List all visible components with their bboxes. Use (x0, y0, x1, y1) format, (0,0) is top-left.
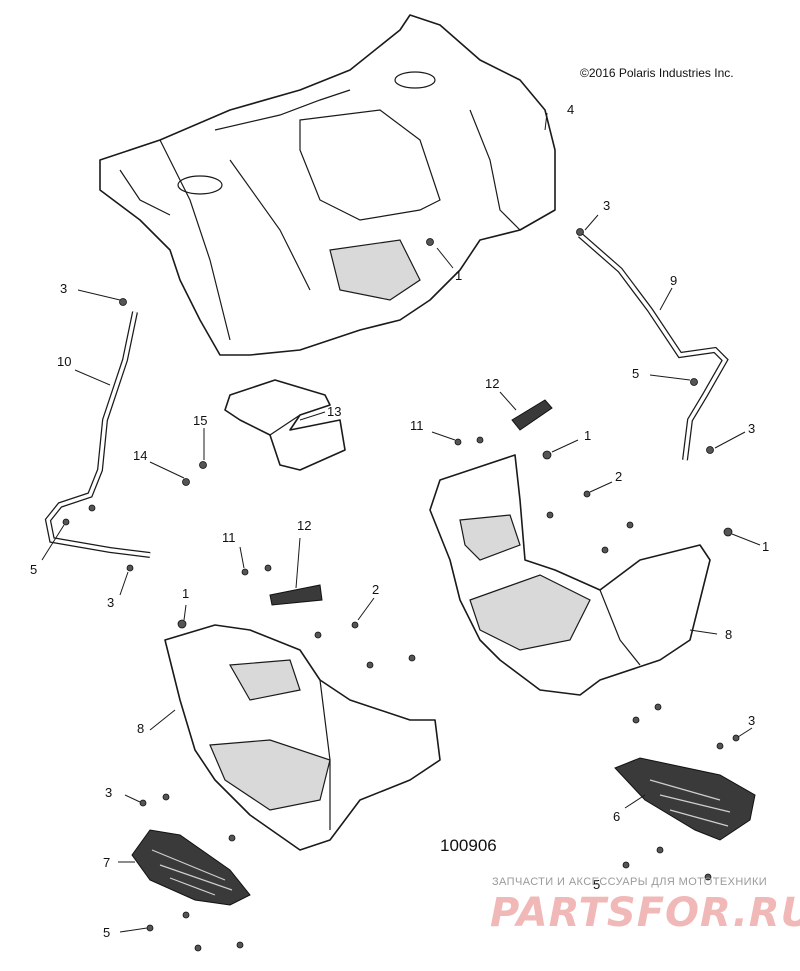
callout-label: 3 (603, 198, 610, 213)
bracket-part (224, 379, 346, 471)
callout-label: 15 (193, 413, 207, 428)
callout-label: 3 (748, 421, 755, 436)
callout-label: 6 (613, 809, 620, 824)
callout-label: 5 (30, 562, 37, 577)
right-footrest (614, 757, 756, 841)
callout-label: 2 (372, 582, 379, 597)
callout-label: 1 (584, 428, 591, 443)
diagram-number: 100906 (440, 836, 497, 855)
callout-label: 10 (57, 354, 71, 369)
right-support-rod (578, 232, 729, 461)
callout-label: 4 (567, 102, 574, 117)
left-footrest (131, 829, 251, 906)
callout-label: 8 (725, 627, 732, 642)
callout-label: 5 (632, 366, 639, 381)
strap-12-lower (269, 584, 323, 606)
left-footwell (164, 624, 441, 851)
callout-label: 7 (103, 855, 110, 870)
callout-label: 1 (762, 539, 769, 554)
callout-label: 12 (297, 518, 311, 533)
callout-label: 11 (410, 418, 424, 433)
callout-label: 12 (485, 376, 499, 391)
callout-label: 14 (133, 448, 147, 463)
callout-labels: 3 1 3 4 5 3 9 10 13 15 14 11 12 1 2 1 8 … (30, 102, 769, 940)
watermark-brand: PARTSFOR.RU (490, 890, 800, 936)
watermark-tagline: ЗАПЧАСТИ И АКСЕССУАРЫ ДЛЯ МОТОТЕХНИКИ (492, 876, 768, 888)
callout-label: 1 (182, 586, 189, 601)
callout-label: 13 (327, 404, 341, 419)
callout-label: 3 (60, 281, 67, 296)
copyright-notice: ©2016 Polaris Industries Inc. (580, 66, 734, 80)
callout-label: 11 (222, 530, 236, 545)
callout-label: 5 (103, 925, 110, 940)
callout-label: 1 (455, 268, 462, 283)
leader-lines (41, 112, 761, 933)
callout-label: 5 (593, 877, 600, 892)
left-support-rod (44, 311, 151, 558)
strap-12-upper (511, 399, 553, 431)
callout-label: 3 (107, 595, 114, 610)
callout-label: 9 (670, 273, 677, 288)
callout-label: 3 (748, 713, 755, 728)
rear-fender-part (99, 14, 556, 356)
callout-label: 3 (105, 785, 112, 800)
right-footwell (429, 454, 711, 696)
fasteners (62, 228, 740, 952)
callout-label: 2 (615, 469, 622, 484)
callout-label: 8 (137, 721, 144, 736)
